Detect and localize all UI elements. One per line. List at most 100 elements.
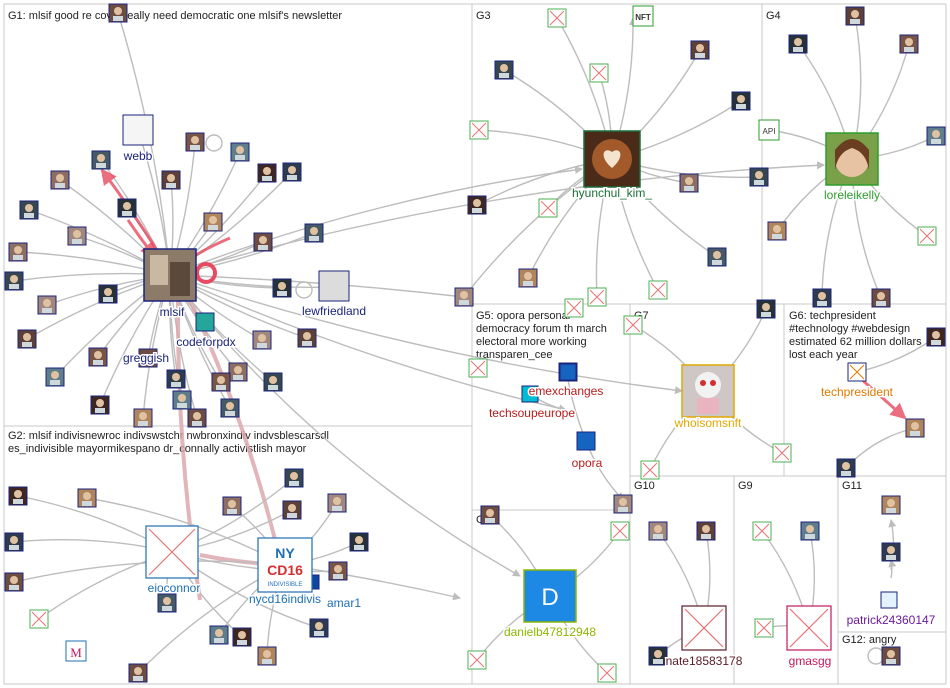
placeholder-node[interactable]: [589, 63, 609, 83]
emexchanges-node[interactable]: [559, 363, 577, 381]
placeholder-node[interactable]: [469, 120, 489, 140]
avatar-node[interactable]: [836, 458, 856, 478]
danielb-node[interactable]: D: [523, 569, 577, 623]
avatar-node[interactable]: [756, 299, 776, 319]
avatar-node[interactable]: [17, 329, 37, 349]
avatar-node[interactable]: [45, 367, 65, 387]
avatar-node[interactable]: [90, 395, 110, 415]
placeholder-node[interactable]: [538, 198, 558, 218]
avatar-node[interactable]: [845, 6, 865, 26]
avatar-node[interactable]: [228, 362, 248, 382]
avatar-node[interactable]: [648, 521, 668, 541]
avatar-node[interactable]: [648, 646, 668, 666]
mlsif-node[interactable]: [143, 248, 197, 302]
avatar-node[interactable]: [679, 173, 699, 193]
avatar-node[interactable]: [37, 295, 57, 315]
placeholder-node[interactable]: [640, 460, 660, 480]
avatar-node[interactable]: [690, 40, 710, 60]
placeholder-node[interactable]: [648, 280, 668, 300]
avatar-node[interactable]: [613, 494, 633, 514]
avatar-node[interactable]: [108, 3, 128, 23]
avatar-node[interactable]: [230, 142, 250, 162]
avatar-node[interactable]: [8, 242, 28, 262]
avatar-node[interactable]: [454, 287, 474, 307]
avatar-node[interactable]: [161, 170, 181, 190]
avatar-node[interactable]: [328, 561, 348, 581]
gmasgg-node[interactable]: [786, 605, 832, 651]
placeholder-node[interactable]: [917, 226, 937, 246]
avatar-node[interactable]: [881, 646, 901, 666]
placeholder-node[interactable]: [610, 521, 630, 541]
codeforpdx-node[interactable]: [195, 312, 215, 332]
placeholder-node[interactable]: [752, 521, 772, 541]
avatar-node[interactable]: [731, 91, 751, 111]
placeholder-node[interactable]: [468, 358, 488, 378]
avatar-node[interactable]: [98, 284, 118, 304]
avatar-node[interactable]: [282, 500, 302, 520]
avatar-node[interactable]: [899, 34, 919, 54]
webb-node[interactable]: [122, 114, 154, 146]
techsoupeurope-node[interactable]: [521, 385, 539, 403]
nate-node[interactable]: [681, 605, 727, 651]
avatar-node[interactable]: [297, 328, 317, 348]
avatar-node[interactable]: [185, 132, 205, 152]
patrick-node[interactable]: [880, 591, 898, 609]
opora-node[interactable]: [576, 431, 596, 451]
avatar-node[interactable]: [4, 532, 24, 552]
avatar-node[interactable]: [327, 493, 347, 513]
avatar-node[interactable]: [157, 593, 177, 613]
placeholder-node[interactable]: [597, 663, 617, 683]
avatar-node[interactable]: [696, 521, 716, 541]
avatar-node[interactable]: [494, 60, 514, 80]
hyunchul-node[interactable]: [583, 130, 641, 188]
avatar-node[interactable]: [284, 468, 304, 488]
avatar-node[interactable]: [91, 150, 111, 170]
avatar-node[interactable]: [467, 195, 487, 215]
avatar-node[interactable]: [88, 347, 108, 367]
avatar-node[interactable]: [518, 268, 538, 288]
placeholder-node[interactable]: [772, 443, 792, 463]
nycd16-node[interactable]: NY CD16 INDIVISIBLE: [257, 537, 313, 593]
placeholder-node[interactable]: [754, 618, 774, 638]
avatar-node[interactable]: [253, 232, 273, 252]
avatar-node[interactable]: [767, 221, 787, 241]
avatar-node[interactable]: [788, 34, 808, 54]
avatar-node[interactable]: [203, 212, 223, 232]
avatar-node[interactable]: [749, 167, 769, 187]
avatar-node[interactable]: [4, 271, 24, 291]
avatar-node[interactable]: [50, 170, 70, 190]
lewfriedland-node[interactable]: [318, 270, 350, 302]
avatar-node[interactable]: [812, 288, 832, 308]
avatar-node[interactable]: [166, 369, 186, 389]
avatar-node[interactable]: [926, 126, 946, 146]
avatar-node[interactable]: [272, 278, 292, 298]
eioconnor-node[interactable]: [145, 525, 199, 579]
avatar-node[interactable]: [349, 532, 369, 552]
avatar-node[interactable]: [480, 505, 500, 525]
avatar-node[interactable]: [211, 372, 231, 392]
avatar-node[interactable]: [232, 627, 252, 647]
avatar-node[interactable]: [257, 646, 277, 666]
placeholder-node[interactable]: [29, 609, 49, 629]
avatar-node[interactable]: [926, 327, 946, 347]
loreleikelly-node[interactable]: [825, 132, 879, 186]
avatar-node[interactable]: [257, 163, 277, 183]
avatar-node[interactable]: [209, 625, 229, 645]
placeholder-node[interactable]: [467, 650, 487, 670]
placeholder-node[interactable]: [587, 287, 607, 307]
avatar-node[interactable]: [187, 408, 207, 428]
avatar-node[interactable]: [4, 572, 24, 592]
avatar-node[interactable]: [905, 418, 925, 438]
avatar-node[interactable]: [128, 663, 148, 683]
avatar-node[interactable]: [881, 542, 901, 562]
placeholder-node[interactable]: [547, 8, 567, 28]
avatar-node[interactable]: [871, 288, 891, 308]
avatar-node[interactable]: [117, 198, 137, 218]
avatar-node[interactable]: [67, 226, 87, 246]
avatar-node[interactable]: [263, 372, 283, 392]
avatar-node[interactable]: [222, 496, 242, 516]
avatar-node[interactable]: [252, 330, 272, 350]
avatar-node[interactable]: [304, 223, 324, 243]
avatar-node[interactable]: [172, 390, 192, 410]
avatar-node[interactable]: [77, 488, 97, 508]
